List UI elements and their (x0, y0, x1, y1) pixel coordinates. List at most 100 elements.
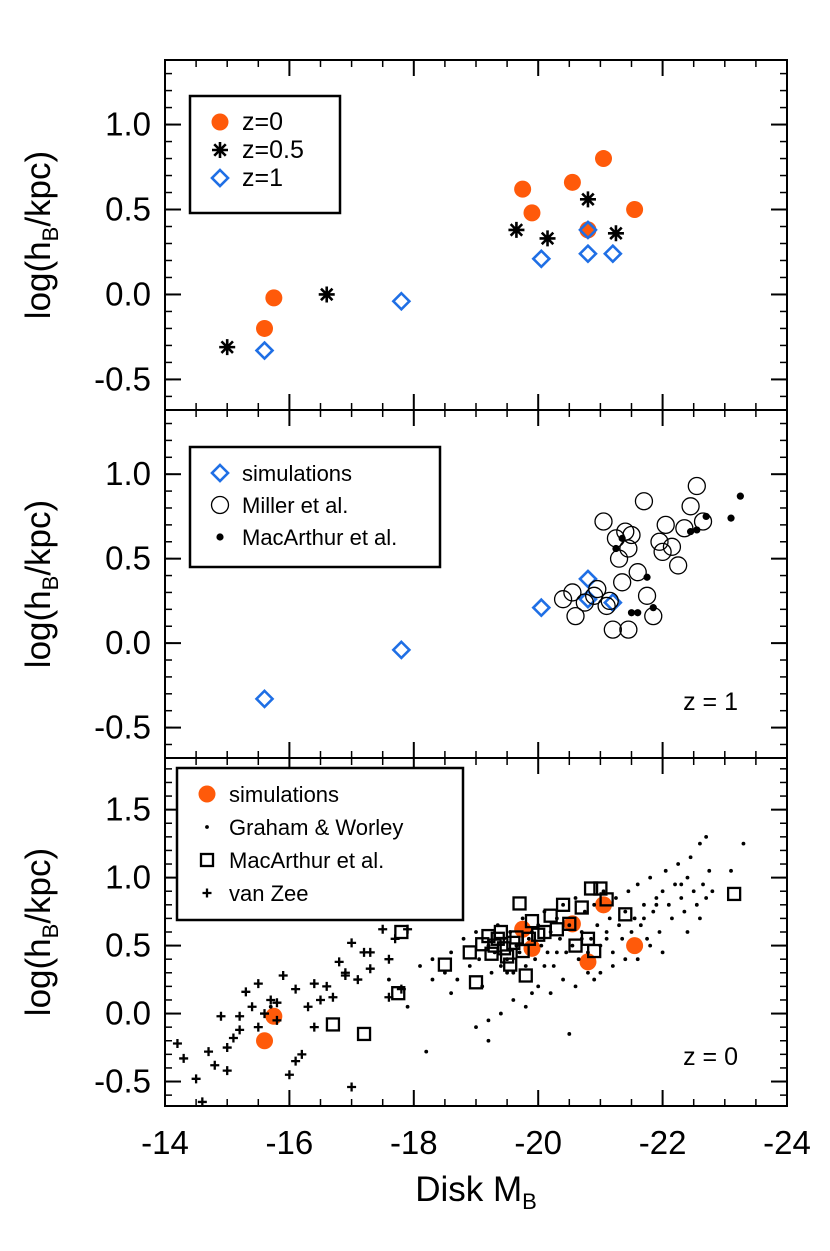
data-point (603, 243, 623, 264)
legend-label: Graham & Worley (229, 815, 403, 840)
data-point (260, 1009, 270, 1019)
data-point (687, 476, 706, 496)
data-point (567, 923, 572, 928)
data-point (461, 936, 466, 941)
data-point (517, 950, 522, 955)
y-tick-label: 1.5 (105, 791, 151, 828)
x-tick-label: -14 (141, 1124, 189, 1161)
data-point (191, 1074, 201, 1084)
data-point (663, 868, 668, 873)
data-point (589, 936, 593, 941)
data-point (449, 991, 454, 996)
data-point (253, 979, 263, 989)
y-tick-label: -0.5 (94, 360, 151, 397)
data-point (493, 924, 509, 940)
data-point (619, 620, 638, 639)
data-point (477, 957, 482, 962)
data-point (391, 986, 406, 1001)
data-point (309, 1022, 319, 1032)
data-point (654, 902, 659, 907)
data-point (318, 286, 335, 303)
data-point (499, 949, 515, 964)
data-point (610, 950, 615, 955)
data-point (172, 1038, 182, 1048)
data-point (498, 964, 503, 968)
data-point (727, 514, 735, 522)
x-tick-label: -22 (639, 1124, 687, 1161)
y-axis-label: log(hB/kpc) (19, 848, 63, 1016)
data-point (685, 930, 690, 934)
data-point (628, 563, 647, 582)
data-point (443, 970, 447, 975)
data-point (688, 855, 693, 860)
data-point (284, 1070, 294, 1080)
data-point (489, 970, 494, 975)
data-point (391, 640, 412, 660)
panel-annotation: z = 0 (683, 1043, 738, 1071)
data-point (543, 908, 558, 923)
legend-marker (199, 852, 215, 868)
data-point (614, 896, 618, 900)
data-point (316, 995, 325, 1005)
data-point (268, 1004, 273, 1009)
legend-label: z=0.5 (242, 136, 304, 164)
data-point (549, 922, 565, 937)
data-point (567, 1032, 572, 1036)
data-point (634, 609, 642, 617)
data-point (578, 243, 598, 264)
data-point (265, 289, 283, 307)
data-point (542, 964, 547, 968)
data-point (278, 971, 288, 980)
data-point (272, 998, 282, 1008)
data-point (693, 512, 713, 531)
data-point (592, 902, 597, 907)
data-point (693, 526, 701, 534)
data-point (498, 1011, 503, 1016)
data-point (256, 319, 274, 337)
data-point (682, 909, 687, 914)
data-point (579, 191, 596, 208)
data-point (598, 970, 603, 975)
panel-middle: -0.50.00.51.0log(hB/kpc)simulationsMille… (19, 409, 788, 759)
x-tick-label: -24 (763, 1124, 811, 1161)
data-point (256, 1032, 274, 1050)
data-point (365, 947, 375, 957)
data-point (612, 544, 620, 553)
data-point (508, 221, 525, 238)
legend-label: z=0 (242, 108, 283, 136)
data-point (685, 875, 690, 880)
data-point (595, 150, 613, 168)
x-tick-label: -16 (266, 1124, 314, 1161)
data-point (511, 998, 516, 1002)
data-point (673, 882, 677, 887)
data-point (353, 975, 363, 985)
data-point (253, 1022, 263, 1032)
data-point (623, 957, 628, 962)
data-point (520, 916, 525, 921)
x-tick-label: -18 (390, 1124, 438, 1161)
y-tick-label: 0.0 (105, 624, 151, 661)
data-point (254, 689, 275, 709)
data-point (586, 970, 590, 975)
data-point (390, 934, 400, 944)
data-point (599, 892, 614, 907)
data-point (570, 943, 575, 948)
y-tick-label: 0.5 (105, 540, 151, 577)
data-point (297, 1049, 307, 1059)
data-point (219, 339, 236, 356)
data-point (523, 939, 541, 957)
data-point (651, 909, 656, 914)
data-point (462, 945, 477, 960)
legend-marker (210, 495, 230, 515)
y-tick-label: -0.5 (94, 1063, 151, 1100)
data-point (523, 1004, 528, 1009)
data-point (474, 930, 478, 934)
data-point (291, 984, 301, 994)
data-point (514, 180, 532, 198)
data-point (597, 596, 616, 616)
data-point (403, 924, 413, 934)
